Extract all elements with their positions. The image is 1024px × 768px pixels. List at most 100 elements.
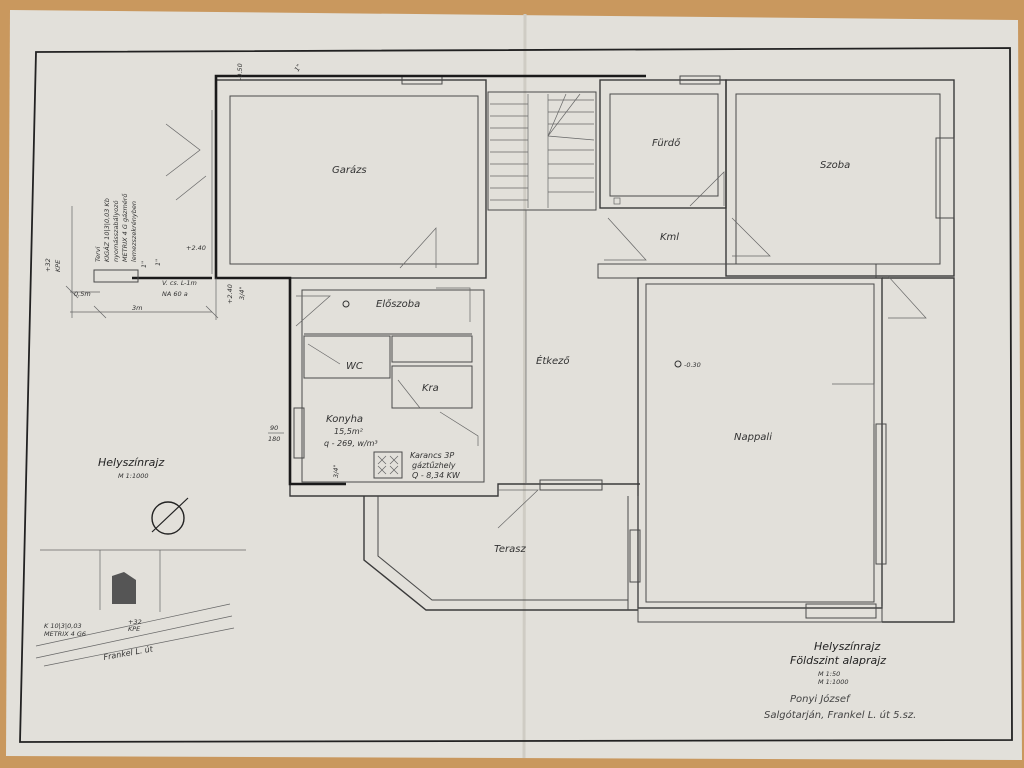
window-living-east: [875, 423, 887, 565]
pipe-label-e: 1": [154, 259, 162, 266]
meter-kpe-bottom: KPE: [54, 259, 62, 272]
meter-line-3: nyomásszabályozó: [112, 200, 120, 262]
pipe-label-a: 3/4": [238, 287, 246, 300]
gas-pipe-main: [214, 74, 646, 486]
title-line-1: Helyszínrajz: [814, 640, 880, 653]
meter-kpe-top: +32: [44, 258, 52, 272]
room-label-closet: Kml: [660, 232, 679, 243]
south-wall: [637, 606, 883, 623]
room-label-bathroom: Fürdő: [652, 137, 681, 149]
window-dining: [539, 479, 603, 491]
living-room-wall: [637, 277, 883, 609]
pipe-label-d: 1": [140, 261, 148, 268]
wc-room-wall: [303, 335, 391, 379]
garage-inner-wall: [229, 95, 479, 265]
room-label-dining: Étkező: [536, 354, 570, 367]
level-label-b: +2.40: [186, 244, 206, 252]
kitchen-inner-wall: [301, 289, 485, 483]
owner-name: Ponyi József: [790, 693, 851, 705]
paper-sheet: [6, 10, 1022, 760]
drawing-border: [19, 47, 1013, 743]
inset-kpe-bottom: KPE: [128, 625, 141, 633]
door-swing-east: [887, 275, 927, 319]
level-mark-living: [674, 360, 682, 368]
title-block: Helyszínrajz Földszint alaprajz M 1:50 M…: [764, 640, 916, 721]
title-scale-1: M 1:50: [818, 670, 840, 678]
meter-line-5: lemezszekrényben: [130, 201, 138, 262]
window-room: [935, 137, 955, 219]
terrace-column: [627, 496, 639, 610]
kitchen-area: 15,5m²: [334, 427, 364, 436]
terrace-inner-wall: [377, 496, 628, 601]
stove-burners: [377, 455, 399, 475]
bathroom-inner-wall: [609, 93, 719, 197]
north-arrow-needle: [151, 497, 189, 533]
window-terrace: [629, 529, 641, 583]
room-label-room: Szoba: [820, 160, 850, 171]
stair-outline: [487, 91, 597, 211]
door-swing-hall-1: [295, 295, 331, 327]
east-wall: [882, 277, 955, 623]
street-lines: [35, 603, 235, 667]
heater-model: Karancs 3P: [410, 451, 454, 460]
room-label-hall: Előszoba: [376, 298, 420, 310]
stove-outline: [373, 451, 403, 479]
door-swing-hall-2: [436, 287, 471, 322]
gas-pipe-label: V. cs. L-1m: [162, 279, 197, 287]
window-bathroom: [679, 75, 721, 85]
site-plan-title: Helyszínrajz: [98, 456, 164, 469]
room-label-garage: Garázs: [332, 164, 367, 176]
meter-annotation: Tervi KIGÁZ 10|3|0,03 Kb nyomásszabályoz…: [94, 193, 138, 262]
door-swing-bathroom: [689, 171, 725, 207]
pipe-label-b: 3/4": [332, 465, 340, 478]
door-swing-kitchen: [439, 411, 479, 446]
entrance-lines: [165, 123, 207, 201]
dimension-small: 0,5m: [74, 290, 91, 298]
house-footprint: [112, 572, 136, 604]
kitchen-load: q - 269, w/m³: [324, 439, 378, 448]
level-label-a: -0.50: [236, 63, 244, 80]
na-label: NA 60 a: [162, 290, 188, 298]
meter-line-1: Tervi: [94, 246, 102, 262]
door-swing-terrace: [497, 489, 539, 529]
title-scale-2: M 1:1000: [818, 678, 849, 686]
living-room-inner-wall: [645, 283, 875, 603]
meter-line-4: METRIX 4 G gázmérő: [120, 193, 129, 262]
room-label-pantry: Kra: [422, 383, 439, 394]
terrace-wall: [363, 496, 638, 611]
room-label-living: Nappali: [734, 432, 772, 443]
meter-box: [93, 269, 139, 283]
room-label-terrace: Terasz: [494, 544, 526, 555]
site-plan-scale: M 1:1000: [118, 472, 149, 480]
vent-mark: [613, 197, 621, 205]
dimension-lines: [65, 206, 219, 319]
door-swing-pantry: [397, 379, 421, 409]
door-swing-living: [832, 383, 875, 424]
door-swing-wc: [307, 343, 341, 365]
inset-line-1: K 10|3|0,03: [44, 622, 82, 630]
window-living-south: [805, 603, 877, 619]
owner-address: Salgótarján, Frankel L. út 5.sz.: [764, 709, 916, 721]
door-swing-room: [731, 217, 771, 257]
fraction-top: 90: [270, 424, 278, 432]
pipe-label-c: 1": [293, 63, 303, 73]
fraction-bottom: 180: [268, 435, 280, 443]
room-label-wc: WC: [346, 361, 363, 372]
window-kitchen: [293, 407, 305, 459]
wc-partition: [391, 335, 473, 363]
level-mark-hall: [342, 300, 350, 308]
north-arrow-icon: [151, 501, 185, 535]
title-line-2: Földszint alaprajz: [790, 654, 886, 667]
meter-line-2: KIGÁZ 10|3|0,03 Kb: [102, 198, 111, 262]
inset-line-2: METRIX 4 G6: [44, 630, 86, 638]
door-swing-garage: [399, 227, 437, 269]
pantry-partition: [391, 365, 473, 409]
paper-fold: [522, 13, 527, 759]
inset-kpe-top: +32: [128, 618, 142, 626]
stair-treads: [490, 93, 595, 208]
dimension-large: 3m: [132, 304, 142, 312]
room-label-kitchen: Konyha: [326, 414, 363, 425]
level-label-living: -0.30: [684, 361, 701, 369]
gas-appliance: gáztűzhely: [412, 461, 456, 470]
